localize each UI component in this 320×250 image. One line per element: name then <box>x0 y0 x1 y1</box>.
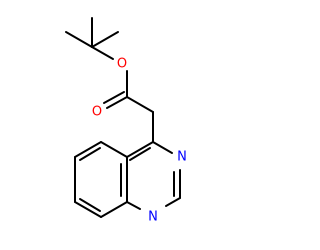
bond-c7-c8-outer <box>74 201 102 218</box>
pyrimidine-ring <box>126 141 181 210</box>
bond-cq-methyl-right <box>91 31 119 48</box>
bond-carbonyl-double-b <box>103 91 125 104</box>
carbonyl-oxygen-label: O <box>92 105 102 120</box>
bond-c4-c4a-inner <box>129 147 151 161</box>
bond-c4a-c5 <box>100 141 128 158</box>
bond-c8-c8a <box>100 201 128 218</box>
ring-nitrogen-1-label: N <box>148 210 158 225</box>
chemical-structure-diagram: O O N N <box>65 17 187 225</box>
bond-carbonyl-carbon-methylene <box>126 96 154 113</box>
bond-c2-n1 <box>165 197 181 207</box>
bond-cq-ester-oxygen <box>91 46 114 60</box>
bond-cq-methyl-left <box>65 31 93 48</box>
ester-group <box>103 70 154 143</box>
bond-carbonyl-double-a <box>106 96 128 109</box>
ester-oxygen-label: O <box>117 57 127 72</box>
bond-c4-n3 <box>152 141 173 154</box>
bond-c5-c6-inner <box>79 147 101 161</box>
ring-nitrogen-3-label: N <box>177 150 187 165</box>
tert-butyl-group <box>65 17 119 60</box>
bond-c7-c8-inner <box>79 198 101 212</box>
bond-c5-c6-outer <box>74 141 102 158</box>
bond-c4-c4a-outer <box>126 141 154 158</box>
bond-n1-c8a <box>126 201 141 210</box>
benzene-ring <box>74 141 128 218</box>
